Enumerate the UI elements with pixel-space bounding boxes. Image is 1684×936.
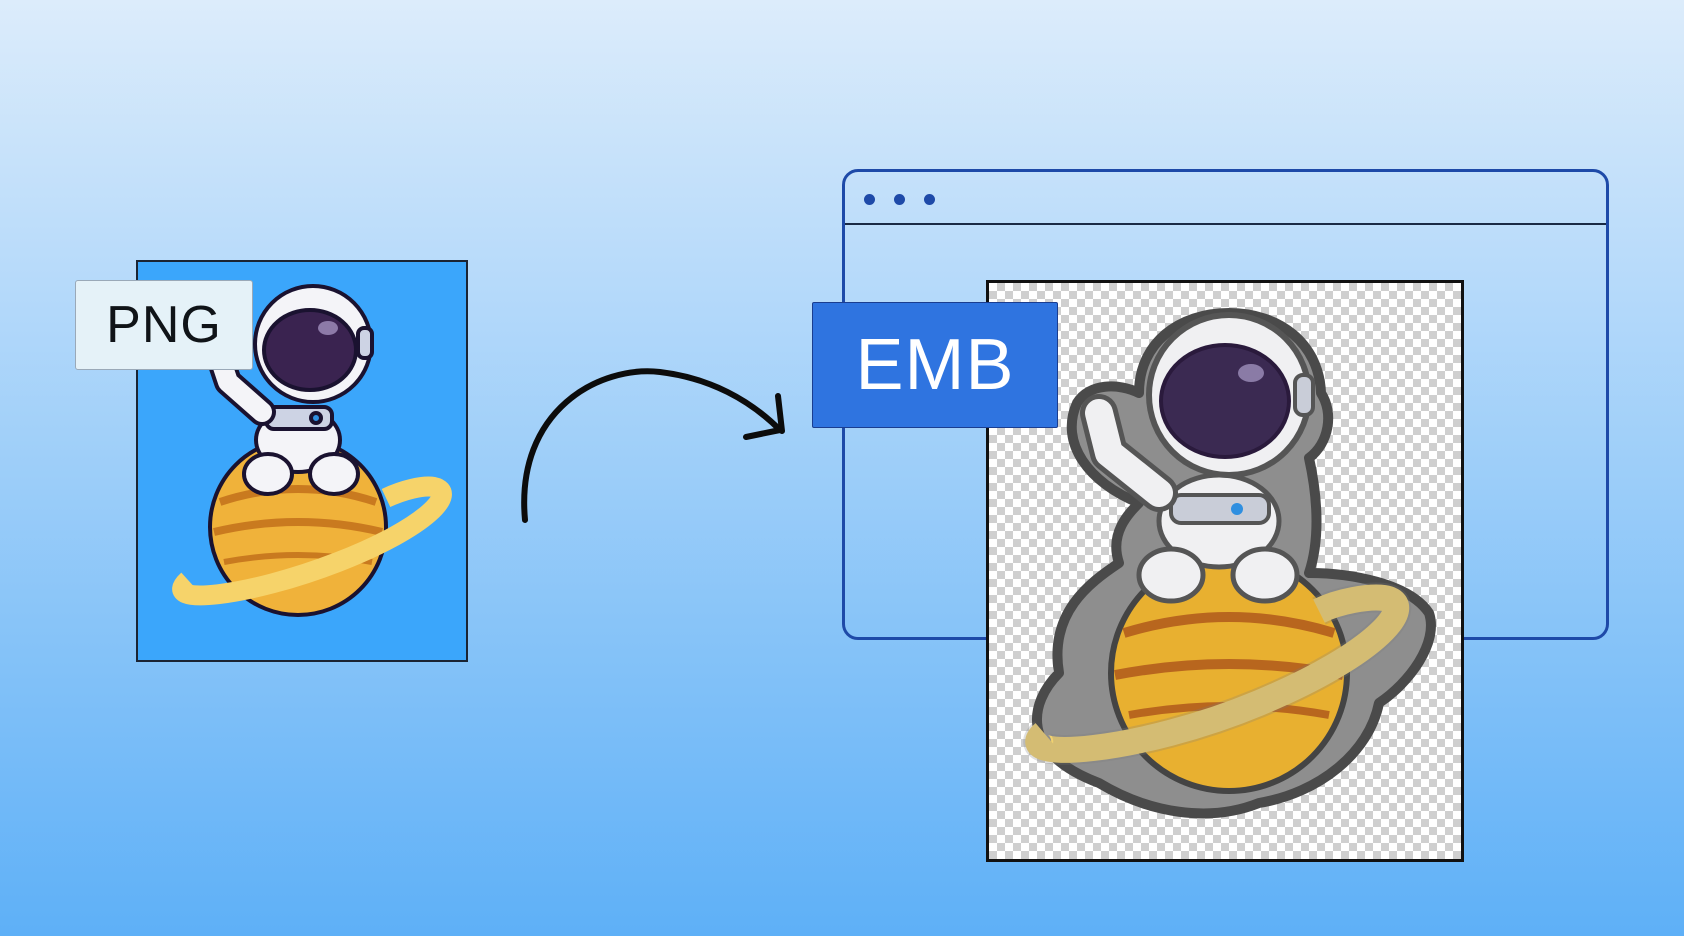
emb-format-label: EMB bbox=[812, 302, 1058, 428]
png-format-label: PNG bbox=[75, 280, 253, 370]
browser-titlebar bbox=[845, 172, 1606, 225]
emb-image-card bbox=[986, 280, 1464, 862]
astronaut-on-planet-illustration bbox=[138, 262, 466, 660]
embroidered-astronaut-patch bbox=[1023, 308, 1436, 819]
window-dot-icon bbox=[894, 194, 905, 205]
window-dot-icon bbox=[864, 194, 875, 205]
window-dot-icon bbox=[924, 194, 935, 205]
png-image-card bbox=[136, 260, 468, 662]
curved-arrow-icon bbox=[521, 368, 785, 523]
